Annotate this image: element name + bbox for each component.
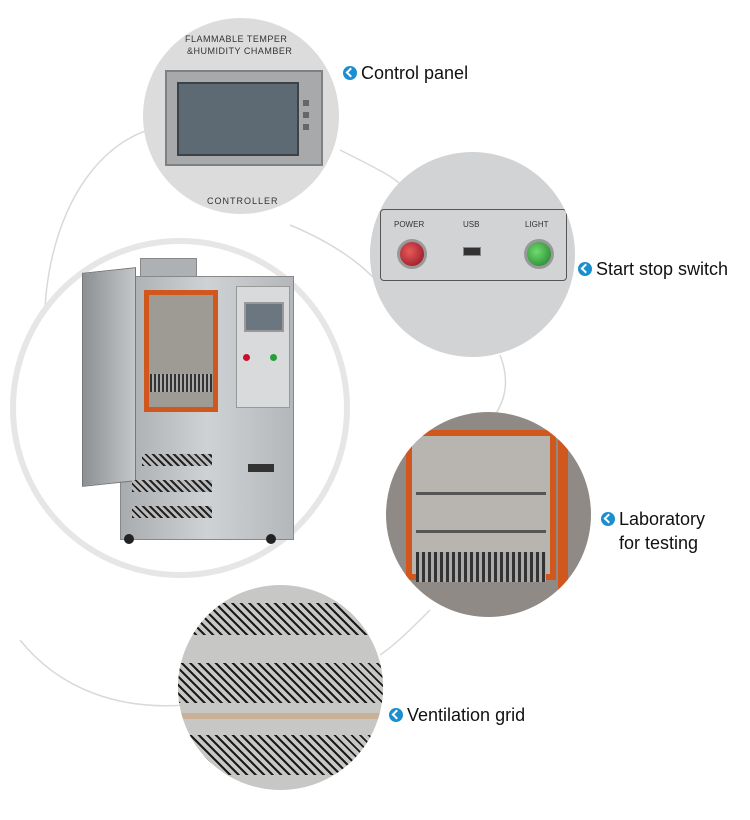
climate-chamber-machine bbox=[80, 258, 295, 548]
power-label: POWER bbox=[394, 220, 425, 229]
check-circle-icon bbox=[389, 708, 403, 722]
usb-port-icon bbox=[463, 247, 481, 256]
touch-screen bbox=[177, 82, 299, 156]
control-panel-photo: FLAMMABLE TEMPER &HUMIDITY CHAMBER CONTR… bbox=[143, 18, 339, 214]
test-chamber-photo bbox=[386, 412, 591, 617]
touch-screen-frame bbox=[165, 70, 323, 166]
power-button[interactable] bbox=[397, 239, 427, 269]
chamber-label-line2: &HUMIDITY CHAMBER bbox=[187, 46, 293, 56]
check-circle-icon bbox=[578, 262, 592, 276]
callout-label: Ventilation grid bbox=[407, 705, 526, 725]
chamber-label-line1: FLAMMABLE TEMPER bbox=[185, 34, 288, 44]
callout-label: Control panel bbox=[361, 63, 469, 83]
callout-ventilation-grid: Ventilation grid bbox=[389, 703, 525, 727]
light-button[interactable] bbox=[524, 239, 554, 269]
callout-start-stop-switch: Start stop switch bbox=[578, 257, 728, 281]
callout-control-panel: Control panel bbox=[343, 61, 468, 85]
light-label: LIGHT bbox=[525, 220, 549, 229]
controller-label: CONTROLLER bbox=[207, 196, 279, 206]
check-circle-icon bbox=[601, 512, 615, 526]
ventilation-grid-photo bbox=[178, 585, 383, 790]
chamber-door bbox=[82, 267, 136, 487]
usb-label: USB bbox=[463, 220, 480, 229]
callout-label: Start stop switch bbox=[596, 259, 729, 279]
switch-panel-photo: POWER USB LIGHT bbox=[370, 152, 575, 357]
check-circle-icon bbox=[343, 66, 357, 80]
callout-laboratory: Laboratory for testing bbox=[601, 507, 705, 555]
callout-label: Laboratory for testing bbox=[619, 509, 706, 553]
